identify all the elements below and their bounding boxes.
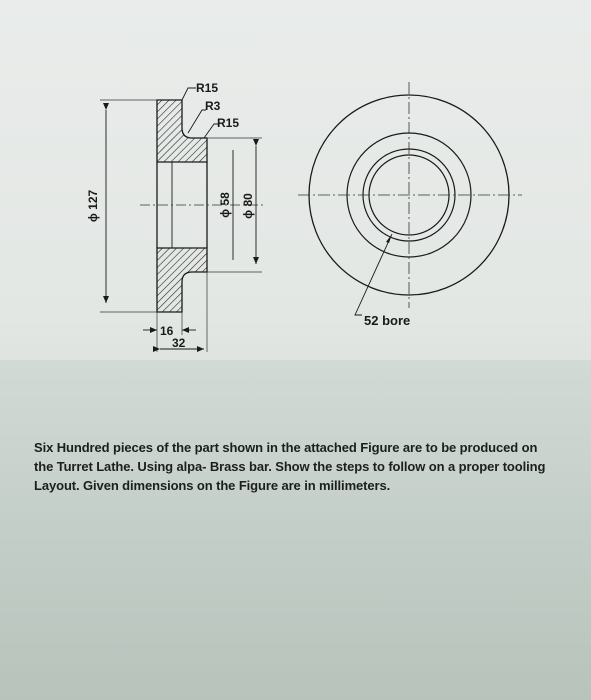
paper-lower-shade (0, 360, 591, 700)
label-dia-127: ϕ 127 (86, 190, 100, 223)
section-view: ϕ 127 ϕ 58 ϕ 80 R15 R3 R15 16 32 (86, 81, 265, 352)
section-upper-hatch (156, 99, 208, 163)
problem-statement: Six Hundred pieces of the part shown in … (34, 440, 546, 493)
label-radius-mid: R3 (205, 99, 221, 113)
end-view: 52 bore (298, 82, 522, 328)
section-lower-hatch (156, 247, 208, 313)
label-bore: 52 bore (364, 313, 410, 328)
label-radius-lower: R15 (217, 116, 239, 130)
label-radius-top: R15 (196, 81, 218, 95)
engineering-drawing: ϕ 127 ϕ 58 ϕ 80 R15 R3 R15 16 32 (86, 81, 522, 352)
bore-leader (354, 233, 393, 316)
label-dia-58: ϕ 58 (218, 192, 232, 218)
label-dia-80: ϕ 80 (241, 193, 255, 219)
label-width-16: 16 (160, 324, 174, 338)
label-width-32: 32 (172, 336, 186, 350)
